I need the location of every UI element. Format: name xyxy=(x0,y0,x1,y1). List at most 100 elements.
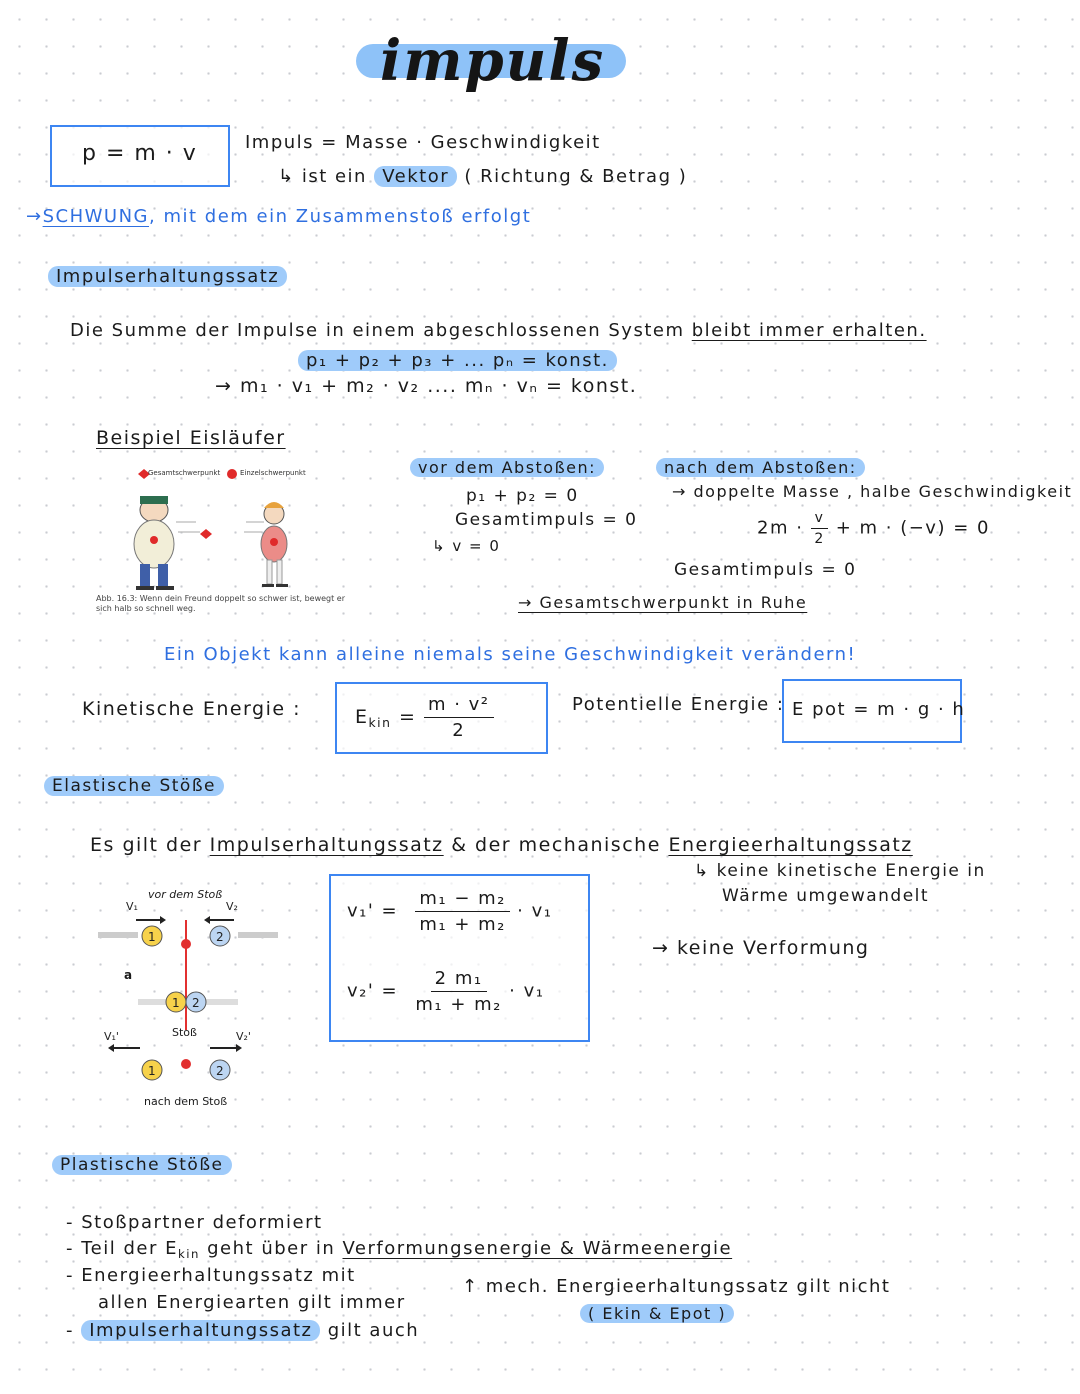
plastic-b3b: allen Energiearten gilt immer xyxy=(98,1292,406,1313)
after-line: → doppelte Masse , halbe Geschwindigkeit xyxy=(672,482,1073,501)
kinetic-formula-box: Ekin = m · v² 2 xyxy=(335,682,548,754)
skater-illustration xyxy=(133,469,288,590)
legend-total-marker xyxy=(138,469,150,479)
vector-highlight: Vektor xyxy=(374,166,458,187)
svg-text:1: 1 xyxy=(172,996,180,1010)
v2-tail: · v₁ xyxy=(509,980,545,1002)
svg-text:2: 2 xyxy=(192,996,200,1010)
kinetic-lhs: E xyxy=(355,706,369,728)
impulserhaltung-statement: Die Summe der Impulse in einem abgeschlo… xyxy=(70,320,927,341)
impulserhaltung-eq1: p₁ + p₂ + p₃ + ... pₙ = konst. xyxy=(298,350,617,371)
after-heading: nach dem Abstoßen: xyxy=(656,458,865,477)
dash: - xyxy=(66,1320,74,1341)
velocity-formula-box: v₁' = m₁ − m₂ m₁ + m₂ · v₁ v₂' = 2 m₁ m₁… xyxy=(329,874,590,1042)
plastic-b2-pre: - Teil der E xyxy=(66,1238,178,1259)
elastic-note2: Wärme umgewandelt xyxy=(722,886,930,906)
after-eq-den: 2 xyxy=(814,531,825,547)
kinetic-formula: Ekin = m · v² 2 xyxy=(355,694,494,741)
svg-text:2: 2 xyxy=(216,930,224,944)
legend-single-label: Einzelschwerpunkt xyxy=(240,469,306,477)
schwung-rest: , mit dem ein Zusammenstoß erfolgt xyxy=(149,206,532,227)
plastic-b1: - Stoßpartner deformiert xyxy=(66,1212,323,1233)
v1-formula: v₁' = m₁ − m₂ m₁ + m₂ · v₁ xyxy=(347,888,552,935)
before-heading: vor dem Abstoßen: xyxy=(410,458,605,477)
elastic-statement: Es gilt der Impulserhaltungssatz & der m… xyxy=(90,834,913,856)
collision-figure: 1 2 1 2 1 2 V₁ V₂ V₁' V₂' vor dem Stoß a… xyxy=(98,880,298,1112)
after-eq: 2m · v 2 + m · (−v) = 0 xyxy=(757,510,990,547)
total-center-marker xyxy=(200,529,212,539)
fig-a-label: a xyxy=(124,968,133,982)
kinetic-lhs-sub: kin xyxy=(368,716,392,730)
object-statement: Ein Objekt kann alleine niemals seine Ge… xyxy=(164,644,857,665)
collision-diagram: 1 2 1 2 1 2 V₁ V₂ V₁' V₂' xyxy=(98,900,278,1081)
collision-point-top xyxy=(181,939,191,949)
definition-line2: ↳ ist ein Vektor ( Richtung & Betrag ) xyxy=(278,166,687,187)
before-eq: p₁ + p₂ = 0 xyxy=(466,486,579,506)
plastic-b4: - Impulserhaltungssatz gilt auch xyxy=(66,1320,419,1341)
page-title: impuls xyxy=(380,28,606,94)
collision-point-bottom xyxy=(181,1059,191,1069)
svg-text:2: 2 xyxy=(216,1064,224,1078)
v1-num: m₁ − m₂ xyxy=(415,888,510,912)
definition-line1: Impuls = Masse · Geschwindigkeit xyxy=(245,132,601,153)
equals-sign: = xyxy=(398,706,417,728)
after-total: Gesamtimpuls = 0 xyxy=(674,560,857,580)
statement-ul: bleibt immer erhalten. xyxy=(691,320,927,341)
elastic-pre: Es gilt der xyxy=(90,834,203,856)
light-skater-icon xyxy=(260,502,288,587)
v2-den: m₁ + m₂ xyxy=(415,994,502,1015)
before-v: ↳ v = 0 xyxy=(432,537,501,555)
schwung-line: →SCHWUNG, mit dem ein Zusammenstoß erfol… xyxy=(26,206,531,227)
svg-text:1: 1 xyxy=(148,930,156,944)
legend-single-marker xyxy=(227,469,237,479)
kinetic-fraction: m · v² 2 xyxy=(423,694,494,741)
fig-stoss-label: Stoß xyxy=(172,1026,197,1039)
momentum-formula: p = m · v xyxy=(82,141,198,166)
impulserhaltung-eq2: → m₁ · v₁ + m₂ · v₂ .... mₙ · vₙ = konst… xyxy=(215,375,638,397)
v1-tail: · v₁ xyxy=(517,900,553,922)
svg-text:V₂: V₂ xyxy=(226,900,238,913)
plastic-b4-post: gilt auch xyxy=(327,1320,420,1341)
ball-1-after xyxy=(141,1059,163,1081)
kinetic-label: Kinetische Energie : xyxy=(82,698,301,720)
v2-fraction: 2 m₁ m₁ + m₂ xyxy=(415,968,502,1015)
statement-pre: Die Summe der Impulse in einem abgeschlo… xyxy=(70,320,685,341)
elastic-heading: Elastische Stöße xyxy=(44,776,224,796)
return-arrow-icon: ↳ xyxy=(278,166,295,187)
fig-after-label: nach dem Stoß xyxy=(144,1095,228,1108)
plastic-b3-note2: ( Ekin & Epot ) xyxy=(580,1304,735,1323)
motion-lines xyxy=(176,521,264,533)
v1-lhs: v₁' = xyxy=(347,900,399,922)
plastic-b2-ul: Verformungsenergie & Wärmeenergie xyxy=(342,1238,733,1259)
after-eq-right: + m · (−v) = 0 xyxy=(835,517,990,539)
before-total: Gesamtimpuls = 0 xyxy=(455,510,638,530)
v2-num: 2 m₁ xyxy=(430,968,487,992)
svg-text:V₁: V₁ xyxy=(126,900,138,913)
plastic-b3-note: ↑ mech. Energieerhaltungssatz gilt nicht xyxy=(462,1276,891,1297)
potential-formula-box: E pot = m · g · h xyxy=(782,679,964,743)
plastic-b2-post: geht über in xyxy=(207,1238,336,1259)
fig-before-label: vor dem Stoß xyxy=(148,888,223,901)
v1-fraction: m₁ − m₂ m₁ + m₂ xyxy=(415,888,510,935)
title-highlight xyxy=(356,44,626,78)
ball-2-stoss xyxy=(185,991,207,1013)
after-rest: → Gesamtschwerpunkt in Ruhe xyxy=(518,593,808,612)
svg-text:V₁': V₁' xyxy=(104,1030,119,1043)
ball-1-before xyxy=(141,925,163,947)
svg-text:V₂': V₂' xyxy=(236,1030,251,1043)
elastic-ul2: Energieerhaltungssatz xyxy=(668,834,913,856)
v2-formula: v₂' = 2 m₁ m₁ + m₂ · v₁ xyxy=(347,968,544,1015)
caption-text: Abb. 16.3: Wenn dein Freund doppelt so s… xyxy=(96,594,346,613)
v1-den: m₁ + m₂ xyxy=(419,914,506,935)
schwung-word: SCHWUNG xyxy=(42,206,150,227)
figure-caption: Abb. 16.3: Wenn dein Freund doppelt so s… xyxy=(96,594,356,614)
after-eq-left: 2m · xyxy=(757,517,804,539)
momentum-formula-box: p = m · v xyxy=(50,125,230,187)
potential-label: Potentielle Energie : xyxy=(572,694,785,715)
impulserhaltung-heading: Impulserhaltungssatz xyxy=(48,266,288,287)
definition-pre: ist ein xyxy=(301,166,367,187)
plastic-b2-sub: kin xyxy=(177,1247,200,1261)
arrow-right-icon: → xyxy=(26,206,43,227)
svg-text:1: 1 xyxy=(148,1064,156,1078)
skater-figure: Gesamtschwerpunkt Einzelschwerpunkt xyxy=(96,462,356,612)
